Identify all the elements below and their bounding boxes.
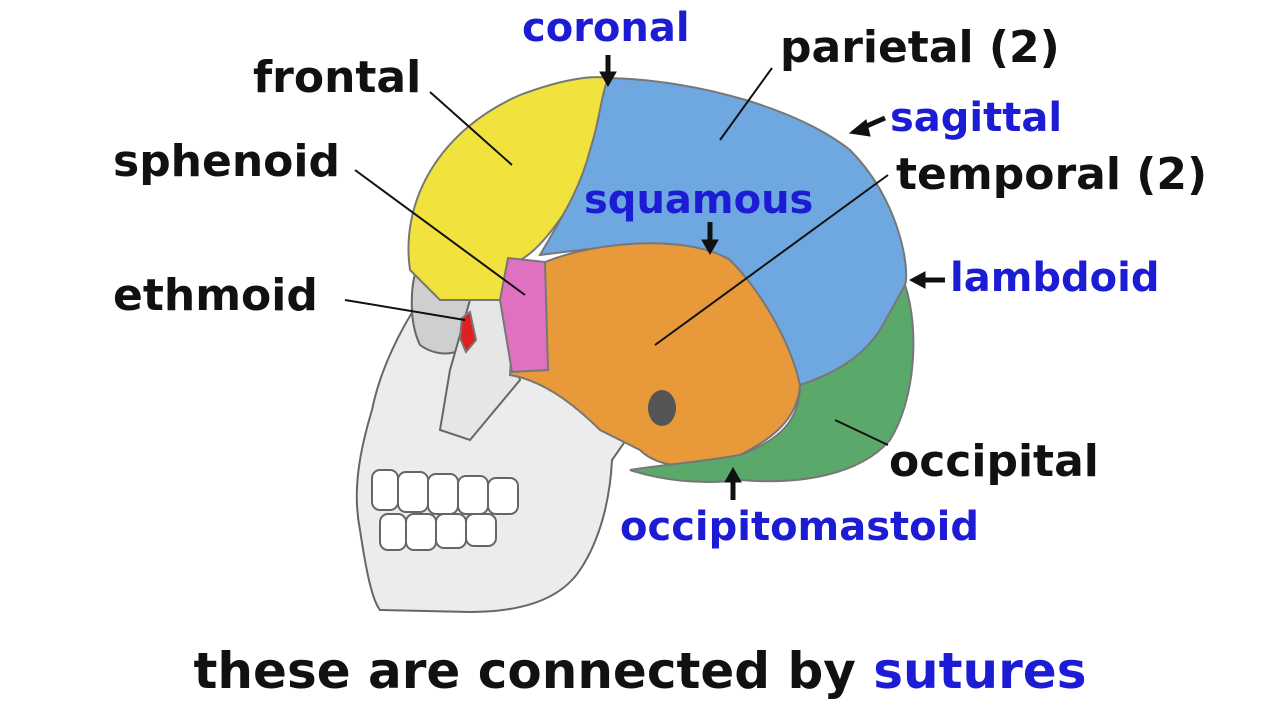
caption-highlight: sutures	[873, 642, 1087, 700]
frontal-label: frontal	[253, 52, 422, 103]
suture-arrows	[599, 55, 945, 500]
caption-prefix: these are connected by	[193, 642, 874, 700]
teeth	[371, 469, 519, 551]
parietal-label: parietal (2)	[780, 22, 1060, 73]
temporal-label: temporal (2)	[896, 149, 1208, 200]
leader-lines	[344, 67, 889, 446]
occipital-bone	[629, 282, 915, 483]
ethmoid-label: ethmoid	[113, 270, 318, 321]
ethmoid-bone	[458, 310, 478, 354]
ear-canal	[648, 390, 676, 426]
coronal-suture-label: coronal	[522, 5, 690, 51]
sphenoid-label: sphenoid	[113, 136, 340, 187]
occipitomastoid-suture-label: occipitomastoid	[620, 504, 979, 550]
squamous-suture-label: squamous	[584, 177, 814, 223]
occipital-label: occipital	[889, 436, 1099, 487]
sagittal-suture-label: sagittal	[890, 95, 1063, 141]
lambdoid-suture-label: lambdoid	[950, 255, 1160, 301]
temporal-bone	[508, 242, 802, 467]
caption: these are connected by sutures	[0, 642, 1280, 700]
